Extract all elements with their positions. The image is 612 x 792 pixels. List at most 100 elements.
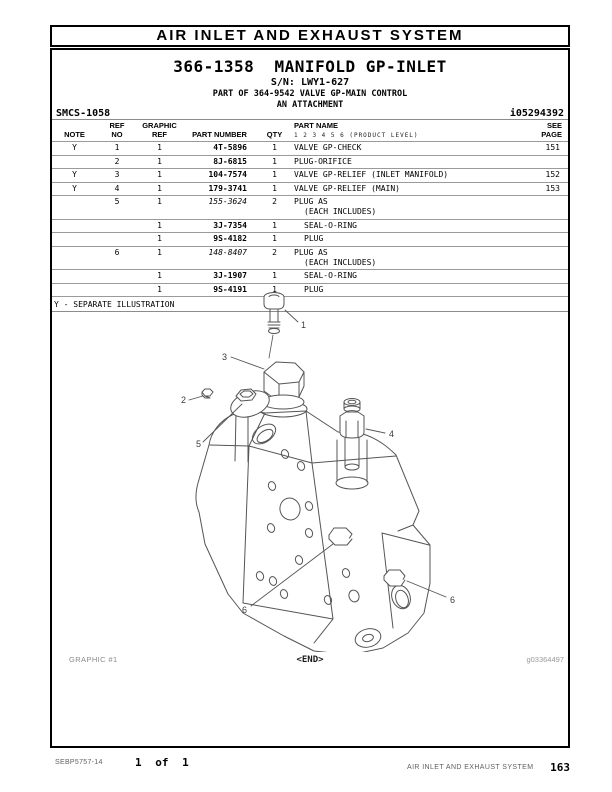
header-ref-line2: NO (111, 129, 123, 139)
smcs-code: SMCS-1058 (56, 108, 111, 119)
footer-doc-code: SEBP5757-14 (55, 759, 103, 766)
header-graphic-line2: REF (152, 129, 167, 139)
callout-6a-label: 6 (242, 605, 247, 615)
main-valve-boss-base (336, 477, 368, 489)
header-part-number: PART NUMBER (182, 118, 257, 142)
cell-graphic-ref: 1 (137, 154, 182, 169)
callout-5-label: 5 (196, 439, 201, 449)
part-name-text: VALVE GP-RELIEF (MAIN) (294, 183, 400, 193)
cell-graphic-ref: 1 (137, 282, 182, 297)
port-hole-large (277, 496, 302, 522)
cell-note (52, 232, 97, 247)
cell-qty: 2 (257, 245, 292, 270)
cell-see-page: 153 (513, 181, 568, 196)
cell-part-number: 179-3741 (182, 181, 257, 196)
part-name-text: PLUG-ORIFICE (294, 156, 352, 166)
cell-qty: 1 (257, 218, 292, 233)
cell-part-number: 155-3624 (182, 195, 257, 220)
header-note: NOTE (52, 118, 97, 142)
cell-qty: 1 (257, 154, 292, 169)
product-level-scale: 1 2 3 4 5 6 (PRODUCT LEVEL) (294, 131, 419, 139)
part-number-text: 104-7574 (208, 170, 247, 180)
callout-3-label: 3 (222, 352, 227, 362)
check-valve-drawing (264, 293, 284, 359)
cell-part-name: PLUG AS(EACH INCLUDES) (292, 195, 513, 220)
cell-part-number: 3J-1907 (182, 269, 257, 284)
part-name-text: PLUG (304, 284, 324, 294)
cell-ref-no (97, 232, 137, 247)
cell-ref-no: 1 (97, 141, 137, 156)
table-footnote-row: Y - SEPARATE ILLUSTRATION (52, 296, 568, 312)
hex-plug-b-drawing (384, 570, 405, 586)
cell-note: Y (52, 181, 97, 196)
cell-graphic-ref: 1 (137, 181, 182, 196)
cell-part-number: 8J-6815 (182, 154, 257, 169)
content-frame: 366-1358 MANIFOLD GP-INLET S/N: LWY1-627… (50, 48, 570, 748)
cell-ref-no: 4 (97, 181, 137, 196)
cell-note (52, 269, 97, 284)
cell-qty: 1 (257, 282, 292, 297)
cell-part-name: PLUG (292, 232, 513, 247)
part-name-text: VALVE GP-RELIEF (INLET MANIFOLD) (294, 170, 449, 180)
part-name-text: SEAL-O-RING (304, 271, 357, 281)
cell-ref-no: 3 (97, 168, 137, 183)
cell-part-number: 148-8407 (182, 245, 257, 270)
header-qty: QTY (257, 118, 292, 142)
cell-see-page (513, 282, 568, 297)
cell-part-number: 3J-7354 (182, 218, 257, 233)
cell-part-number: 4T-5896 (182, 141, 257, 156)
graphic-id: g03364497 (526, 655, 564, 664)
part-name-includes: (EACH INCLUDES) (304, 207, 377, 217)
cell-qty: 1 (257, 181, 292, 196)
cell-qty: 1 (257, 269, 292, 284)
bolt-holes (255, 449, 361, 606)
hex-bolt-drawing (227, 386, 273, 422)
inlet-relief-valve-drawing (262, 362, 304, 409)
cell-part-number: 104-7574 (182, 168, 257, 183)
header-see-line1: SEE (546, 121, 562, 130)
cell-graphic-ref: 1 (137, 195, 182, 220)
part-name-text: PLUG (304, 234, 324, 244)
table-row: 1 9S-4191 1 PLUG (52, 282, 568, 297)
cell-note (52, 195, 97, 220)
cell-graphic-ref: 1 (137, 245, 182, 270)
footer-right-group: AIR INLET AND EXHAUST SYSTEM 163 (407, 756, 570, 775)
header-part-name-label: PART NAME (294, 121, 339, 130)
cell-ref-no: 5 (97, 195, 137, 220)
cell-see-page (513, 232, 568, 247)
header-graphic-line1: GRAPHIC (142, 121, 177, 130)
section-banner: AIR INLET AND EXHAUST SYSTEM (50, 25, 570, 47)
cell-part-name: VALVE GP-RELIEF (MAIN) (292, 181, 513, 196)
separate-illustration-note: Y - SEPARATE ILLUSTRATION (52, 296, 568, 312)
document-id: i05294392 (509, 108, 564, 119)
cell-ref-no: 2 (97, 154, 137, 169)
part-number-text: 3J-1907 (213, 271, 247, 281)
main-valve-boss (337, 440, 367, 482)
cell-note: Y (52, 141, 97, 156)
callout-4-label: 4 (389, 429, 394, 439)
part-name-includes: (EACH INCLUDES) (304, 257, 377, 267)
part-number-text: 3J-7354 (213, 220, 247, 230)
part-number-text: 9S-4191 (213, 284, 247, 294)
cell-graphic-ref: 1 (137, 141, 182, 156)
cell-see-page (513, 154, 568, 169)
callout-2-label: 2 (181, 395, 186, 405)
header-see-line2: PAGE (541, 129, 562, 139)
main-relief-valve-drawing (340, 399, 364, 471)
footer-page-number: 163 (550, 761, 570, 774)
cell-see-page: 151 (513, 141, 568, 156)
cell-ref-no (97, 269, 137, 284)
part-number-text: 179-3741 (208, 183, 247, 193)
callout-1-label: 1 (301, 320, 306, 330)
cell-ref-no (97, 282, 137, 297)
body-column-lines (235, 413, 248, 462)
part-number-text: 4T-5896 (213, 143, 247, 153)
